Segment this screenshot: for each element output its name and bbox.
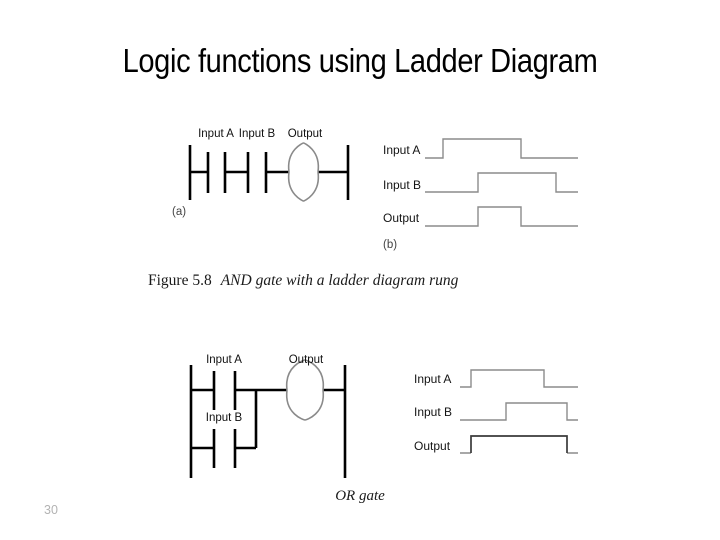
or-coil-arc-left-top: [286, 359, 306, 391]
or-output-coil: [286, 359, 324, 421]
and-timing-label-input-a: Input A: [383, 143, 420, 157]
or-coil-arc-left-bottom: [286, 389, 306, 421]
page-title: Logic functions using Ladder Diagram: [122, 42, 598, 79]
and-timing-trace-output: [425, 206, 578, 227]
and-label-input-b: Input B: [239, 128, 276, 140]
figure-caption-number: Figure 5.8: [148, 272, 212, 289]
or-gate-caption: OR gate: [335, 488, 385, 504]
and-coil-arc-left-bottom: [287, 171, 304, 202]
and-label-input-a: Input A: [198, 128, 234, 140]
and-timing-trace-input-a: [425, 138, 578, 159]
figure-caption-text: AND gate with a ladder diagram rung: [220, 272, 459, 289]
and-timing-trace-input-b: [425, 172, 578, 193]
or-timing-label-input-a: Input A: [414, 372, 451, 386]
and-part-label-b: (b): [383, 239, 397, 251]
and-timing-label-input-b: Input B: [383, 178, 421, 192]
or-label-input-b: Input B: [206, 412, 243, 424]
and-timing-label-output: Output: [383, 211, 420, 225]
or-timing-trace-input-b: [460, 402, 578, 421]
or-label-output: Output: [289, 354, 324, 366]
figure-caption: Figure 5.8 AND gate with a ladder diagram…: [148, 272, 458, 290]
slide-number: 30: [44, 503, 58, 517]
and-part-label-a: (a): [172, 206, 186, 218]
and-label-output: Output: [288, 128, 323, 140]
or-timing-label-input-b: Input B: [414, 405, 452, 419]
or-timing-label-output: Output: [414, 439, 451, 453]
or-timing-trace-input-a: [460, 369, 578, 388]
and-coil-arc-left-top: [287, 142, 304, 173]
and-coil-arc-right-top: [303, 142, 320, 173]
or-timing-trace-output: [470, 435, 568, 453]
or-coil-arc-right-top: [304, 359, 324, 391]
or-coil-arc-right-bottom: [304, 389, 324, 421]
or-label-input-a: Input A: [206, 354, 242, 366]
and-coil-arc-right-bottom: [303, 171, 320, 202]
and-output-coil: [287, 142, 320, 202]
